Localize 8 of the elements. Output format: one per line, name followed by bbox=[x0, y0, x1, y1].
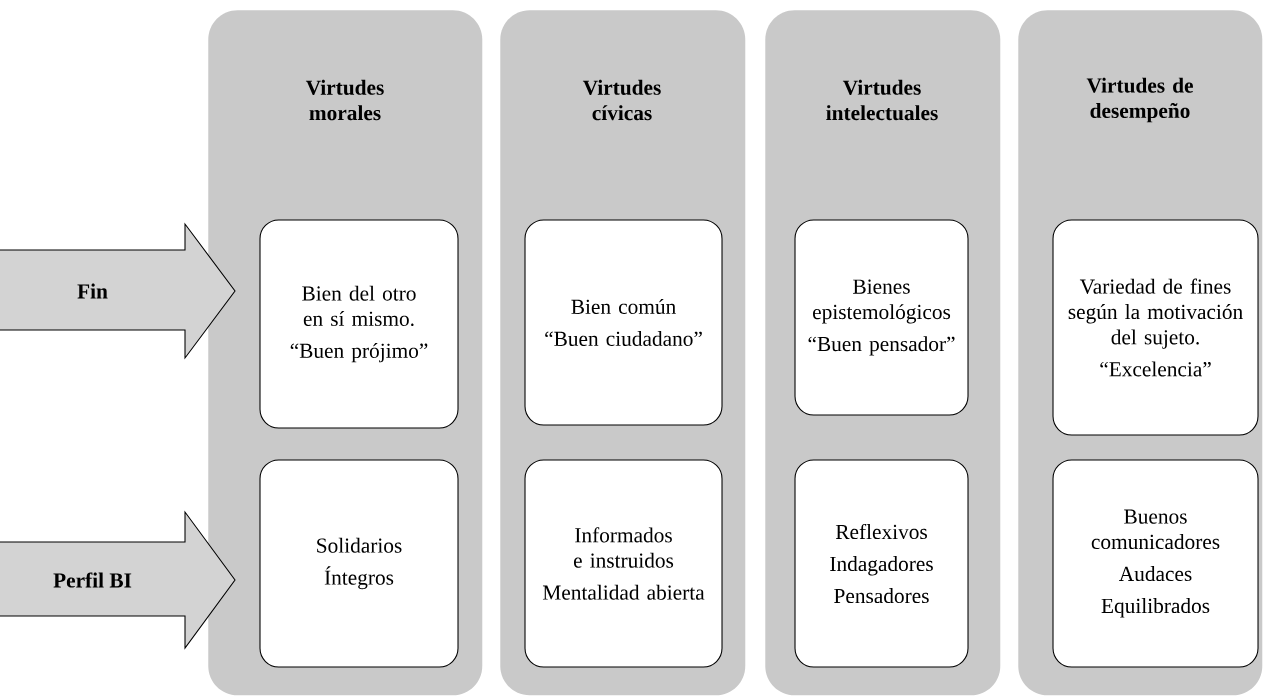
text-box: Informados e instruidos Mentalidad abierta bbox=[524, 459, 723, 668]
text-box: Bienes epistemológicos “Buen pensador” bbox=[794, 219, 969, 416]
text-box: Reflexivos Indagadores Pensadores bbox=[794, 459, 969, 668]
text-box: Bien común “Buen ciudadano” bbox=[524, 219, 723, 426]
text-box: Solidarios Íntegros bbox=[259, 459, 459, 668]
text-box: Variedad de fines según la motivación del sujeto. “Excelencia” bbox=[1052, 219, 1259, 436]
text-box: Bien del otro en sí mismo. “Buen prójimo” bbox=[259, 219, 459, 429]
text-box: Buenos comunicadores Audaces Equilibrados bbox=[1052, 459, 1259, 668]
